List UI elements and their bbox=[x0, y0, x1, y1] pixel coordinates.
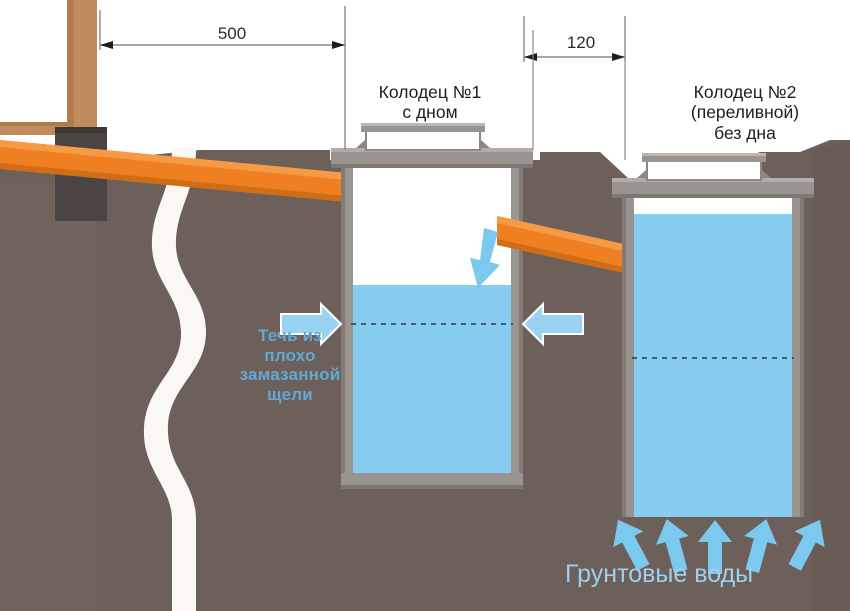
soil-fissure bbox=[143, 148, 207, 611]
arrow-down-icon bbox=[470, 228, 500, 288]
building-post bbox=[0, 0, 97, 148]
well-1 bbox=[331, 123, 533, 489]
dimension-500-label: 500 bbox=[217, 24, 247, 43]
overflow-pipe bbox=[497, 216, 660, 281]
leak-annotation: Течь из плохо замазанной щели bbox=[239, 326, 341, 405]
arrow-up-icon bbox=[655, 519, 689, 574]
inlet-pipe bbox=[0, 140, 368, 204]
arrow-left-icon bbox=[521, 301, 584, 347]
arrow-up-icon bbox=[744, 519, 778, 574]
groundwater-annotation: Грунтовые воды bbox=[565, 560, 754, 588]
arrow-up-icon bbox=[613, 519, 650, 571]
dimension-120-label: 120 bbox=[566, 33, 596, 52]
dimension-120 bbox=[523, 16, 626, 62]
well-2-water bbox=[632, 214, 794, 517]
well-1-title: Колодец №1 с дном bbox=[378, 82, 482, 123]
arrow-right-icon bbox=[280, 301, 343, 347]
arrow-up-icon bbox=[698, 520, 732, 574]
dimension-500 bbox=[99, 6, 346, 150]
well-2-title: Колодец №2 (переливной) без дна bbox=[690, 82, 800, 143]
well-1-water bbox=[351, 285, 513, 477]
arrow-up-icon bbox=[788, 519, 825, 571]
groundwater-arrows bbox=[613, 519, 825, 574]
well-2 bbox=[612, 153, 814, 517]
